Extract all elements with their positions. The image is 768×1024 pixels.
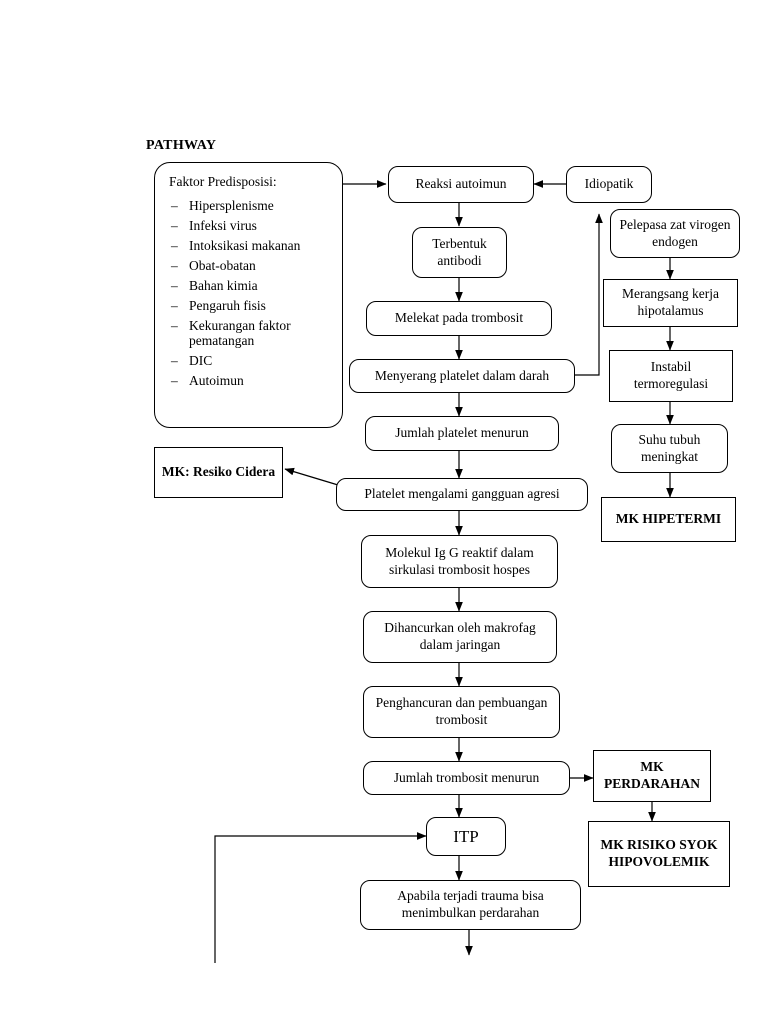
list-item-label: Intoksikasi makanan — [189, 237, 301, 253]
list-item: –Kekurangan faktor pematangan — [169, 318, 328, 348]
node-jumlah-trombosit-menurun: Jumlah trombosit menurun — [363, 761, 570, 795]
dash-icon: – — [171, 353, 178, 369]
list-item-label: Kekurangan faktor pematangan — [189, 318, 291, 349]
list-item-label: DIC — [189, 353, 213, 369]
node-melekat-pada-trombosit: Melekat pada trombosit — [366, 301, 552, 336]
node-mk-resiko-cidera: MK: Resiko Cidera — [154, 447, 283, 498]
node-mk-risiko-syok-hipovolemik: MK RISIKO SYOK HIPOVOLEMIK — [588, 821, 730, 887]
dash-icon: – — [171, 197, 178, 213]
page-title: PATHWAY — [146, 138, 217, 153]
predisposisi-heading: Faktor Predisposisi: — [169, 174, 277, 189]
node-penghancuran-pembuangan-trombosit: Penghancuran dan pembuangan trombosit — [363, 686, 560, 738]
dash-icon: – — [171, 257, 178, 273]
dash-icon: – — [171, 298, 178, 314]
node-itp: ITP — [426, 817, 506, 856]
node-instabil-termoregulasi: Instabil termoregulasi — [609, 350, 733, 402]
list-item: –Hipersplenisme — [169, 198, 328, 213]
node-mk-perdarahan: MK PERDARAHAN — [593, 750, 711, 802]
node-idiopatik: Idiopatik — [566, 166, 652, 203]
dash-icon: – — [171, 318, 178, 334]
node-jumlah-platelet-menurun: Jumlah platelet menurun — [365, 416, 559, 451]
list-item: –Autoimun — [169, 373, 328, 388]
node-apabila-trauma: Apabila terjadi trauma bisa menimbulkan … — [360, 880, 581, 930]
list-item: –DIC — [169, 353, 328, 368]
node-menyerang-platelet: Menyerang platelet dalam darah — [349, 359, 575, 393]
node-terbentuk-antibodi: Terbentuk antibodi — [412, 227, 507, 278]
node-mk-hipetermi: MK HIPETERMI — [601, 497, 736, 542]
dash-icon: – — [171, 217, 178, 233]
node-dihancurkan-makrofag: Dihancurkan oleh makrofag dalam jaringan — [363, 611, 557, 663]
node-molekul-igg: Molekul Ig G reaktif dalam sirkulasi tro… — [361, 535, 558, 588]
node-reaksi-autoimun: Reaksi autoimun — [388, 166, 534, 203]
list-item: –Bahan kimia — [169, 278, 328, 293]
list-item-label: Pengaruh fisis — [189, 298, 266, 314]
node-pelepasa-zat-virogen: Pelepasa zat virogen endogen — [610, 209, 740, 258]
list-item-label: Autoimun — [189, 373, 244, 389]
list-item: –Pengaruh fisis — [169, 298, 328, 313]
list-item: –Obat-obatan — [169, 258, 328, 273]
list-item-label: Obat-obatan — [189, 257, 256, 273]
dash-icon: – — [171, 277, 178, 293]
predisposisi-list: –Hipersplenisme –Infeksi virus –Intoksik… — [169, 198, 328, 389]
list-item: –Intoksikasi makanan — [169, 238, 328, 253]
dash-icon: – — [171, 373, 178, 389]
node-faktor-predisposisi: Faktor Predisposisi: –Hipersplenisme –In… — [154, 162, 343, 428]
node-suhu-tubuh-meningkat: Suhu tubuh meningkat — [611, 424, 728, 473]
dash-icon: – — [171, 237, 178, 253]
list-item-label: Bahan kimia — [189, 277, 258, 293]
node-platelet-gangguan-agresi: Platelet mengalami gangguan agresi — [336, 478, 588, 511]
list-item: –Infeksi virus — [169, 218, 328, 233]
node-merangsang-hipotalamus: Merangsang kerja hipotalamus — [603, 279, 738, 327]
list-item-label: Hipersplenisme — [189, 197, 274, 213]
list-item-label: Infeksi virus — [189, 217, 257, 233]
